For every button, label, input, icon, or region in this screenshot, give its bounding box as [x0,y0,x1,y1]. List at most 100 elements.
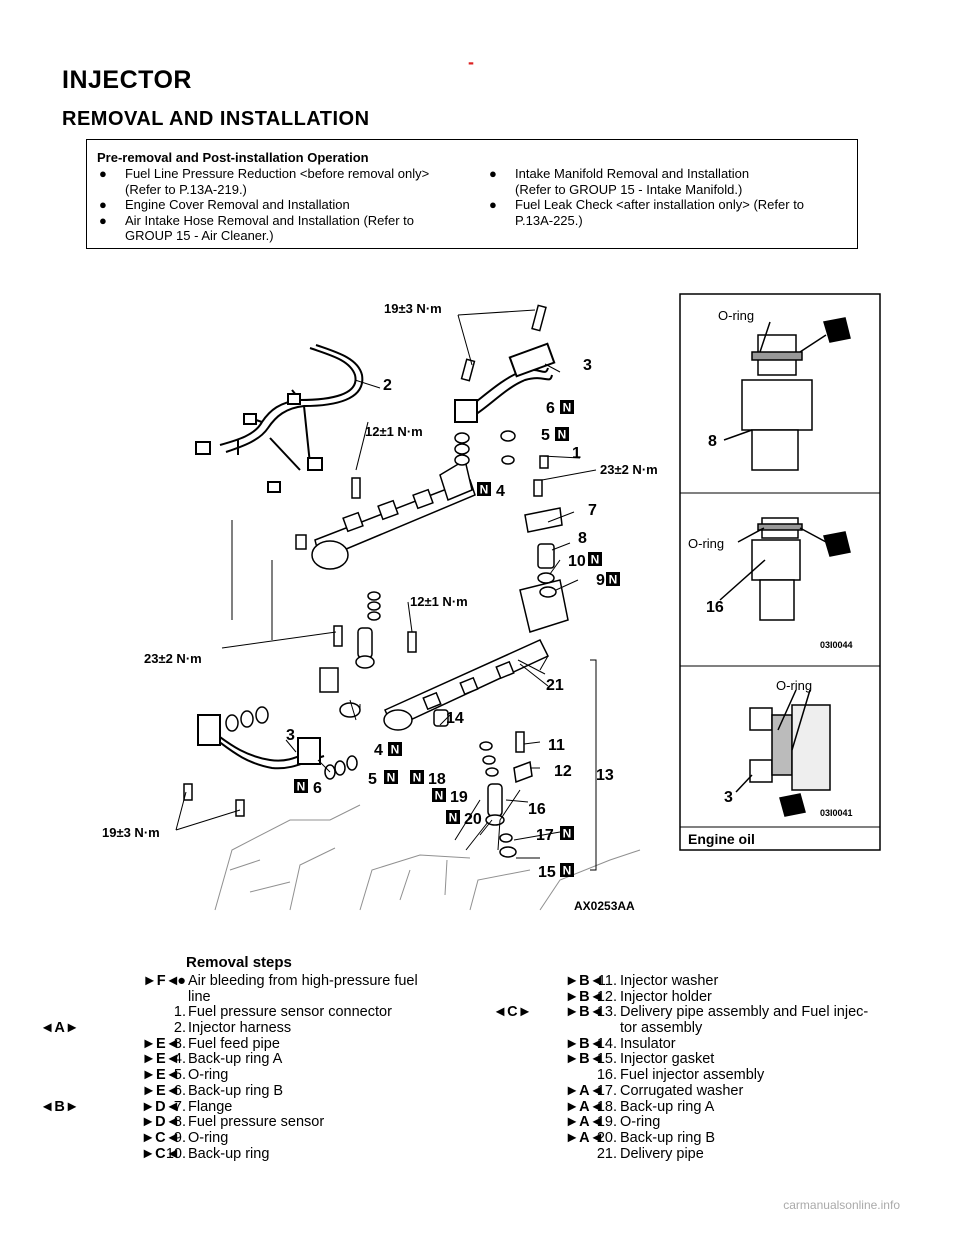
svg-text:5: 5 [541,427,550,444]
watermark: carmanualsonline.info [783,1198,900,1212]
detail-injector [719,517,851,621]
svg-text:3: 3 [724,789,733,806]
list-item: 21.Delivery pipe [596,1145,704,1162]
list-item: line [188,988,211,1005]
list-item: 16.Fuel injector assembly [596,1067,765,1084]
list-item: ◄C►►B◄13.Delivery pipe assembly and Fuel… [492,1004,869,1021]
svg-text:14: 14 [446,710,464,727]
svg-text:16: 16 [528,801,546,818]
removal-steps-left: ►F◄●Air bleeding from high-pressure fuel… [0,973,480,1162]
svg-text:16: 16 [706,599,724,616]
bullet-icon: ● [99,212,107,228]
detail-feed-pipe [735,689,831,817]
removal-steps-title: Removal steps [186,954,292,971]
bullet-icon: ● [489,166,497,181]
section-title: REMOVAL AND INSTALLATION [62,108,370,130]
svg-text:11: 11 [548,737,565,754]
svg-text:O-ring: O-ring [718,308,754,323]
svg-text:19±3 N·m: 19±3 N·m [102,825,160,840]
small-parts [183,304,563,858]
list-item: ►B◄11.Injector washer [564,973,719,989]
pre-removal-right-list: ● Intake Manifold Removal and Installati… [487,166,849,228]
svg-text:13: 13 [596,767,614,784]
pre-removal-box: Pre-removal and Post-installation Operat… [86,139,858,249]
list-item: ►A◄18.Back-up ring A [564,1098,715,1115]
pre-removal-left-list: ● Fuel Line Pressure Reduction <before r… [97,166,449,244]
svg-text:3: 3 [583,357,592,374]
svg-text:18: 18 [428,771,446,788]
pre-removal-title: Pre-removal and Post-installation Operat… [97,150,369,165]
svg-text:17: 17 [536,827,554,844]
svg-text:1: 1 [572,445,581,462]
svg-text:21: 21 [546,677,564,694]
svg-text:O-ring: O-ring [688,536,724,551]
exploded-diagram: N [0,260,960,920]
list-item: ►C◄9.O-ring [140,1129,229,1146]
list-item: ►B◄14.Insulator [564,1035,676,1052]
svg-text:4: 4 [374,742,383,759]
svg-text:4: 4 [496,483,505,500]
detail-sensor [723,317,851,471]
detail-panel: O-ring 8 O-ring 16 03I0044 O-ring 3 03 [679,293,881,851]
list-item: ►B◄15.Injector gasket [564,1051,715,1068]
svg-text:3: 3 [286,727,295,744]
svg-text:15: 15 [538,864,556,881]
bullet-icon: ● [99,166,107,181]
pre-item: ● Intake Manifold Removal and Installati… [489,166,750,197]
bullet-icon: ● [99,197,107,212]
pre-item: ● Air Intake Hose Removal and Installati… [99,212,415,244]
list-item: 1.Fuel pressure sensor connector [173,1004,392,1021]
svg-text:10: 10 [568,553,586,570]
svg-text:19: 19 [450,789,468,806]
svg-text:O-ring: O-ring [776,678,812,693]
pre-item: ● Fuel Line Pressure Reduction <before r… [99,166,430,197]
svg-text:12±1 N·m: 12±1 N·m [365,424,423,439]
list-item: ►A◄19.O-ring [564,1114,661,1131]
svg-text:23±2 N·m: 23±2 N·m [600,462,658,477]
list-item: ►C◄10.Back-up ring [140,1145,270,1162]
leader-lines [175,309,597,871]
part-callouts: 2 3 6 5 1 4 7 8 10 9 21 14 3 4 11 12 13 … [286,357,614,881]
pre-item: ● Engine Cover Removal and Installation [99,197,350,212]
list-item: ►A◄17.Corrugated washer [564,1082,744,1099]
svg-text:Engine oil: Engine oil [688,831,755,847]
svg-text:9: 9 [596,572,605,589]
list-item: ►A◄20.Back-up ring B [564,1129,716,1146]
list-item: ►E◄6.Back-up ring B [141,1082,284,1099]
page-title: INJECTOR [62,66,192,94]
lower-fuel-feed-pipe [197,714,325,770]
svg-text:19±3 N·m: 19±3 N·m [384,301,442,316]
upper-fuel-feed-pipe [454,342,556,423]
svg-text:8: 8 [708,433,717,450]
figure-code: AX0253AA [574,899,635,913]
svg-text:2: 2 [383,377,392,394]
list-item: ►B◄12.Injector holder [564,988,712,1005]
svg-text:8: 8 [578,530,587,547]
list-item: ►E◄3.Fuel feed pipe [141,1035,280,1052]
engine-block-outline [214,804,641,911]
svg-text:03I0044: 03I0044 [820,640,853,650]
svg-text:23±2 N·m: 23±2 N·m [144,651,202,666]
removal-steps-right: ►B◄11.Injector washer ►B◄12.Injector hol… [480,973,960,1162]
torque-labels: 19±3 N·m 12±1 N·m 23±2 N·m 12±1 N·m 23±2… [102,301,658,840]
list-item: tor assembly [620,1020,703,1037]
lower-delivery-pipe [383,579,569,731]
bullet-icon: ● [489,197,497,212]
list-item: ◄A►2.Injector harness [40,1020,292,1037]
svg-text:7: 7 [588,502,597,519]
svg-text:5: 5 [368,771,377,788]
header-mark: - [468,52,474,72]
svg-text:6: 6 [546,400,555,417]
list-item: ◄B►►D◄7.Flange [40,1098,233,1115]
injector-harness [195,344,364,493]
svg-text:6: 6 [313,780,322,797]
svg-text:03I0041: 03I0041 [820,808,853,818]
list-item: ►E◄4.Back-up ring A [141,1051,283,1068]
svg-text:12±1 N·m: 12±1 N·m [410,594,468,609]
svg-text:12: 12 [554,763,572,780]
pre-item: ● Fuel Leak Check <after installation on… [489,197,805,228]
list-item: ►D◄8.Fuel pressure sensor [140,1114,325,1131]
svg-text:20: 20 [464,811,482,828]
list-item: ►E◄5.O-ring [141,1067,229,1084]
list-item: ►F◄●Air bleeding from high-pressure fuel [142,973,418,989]
